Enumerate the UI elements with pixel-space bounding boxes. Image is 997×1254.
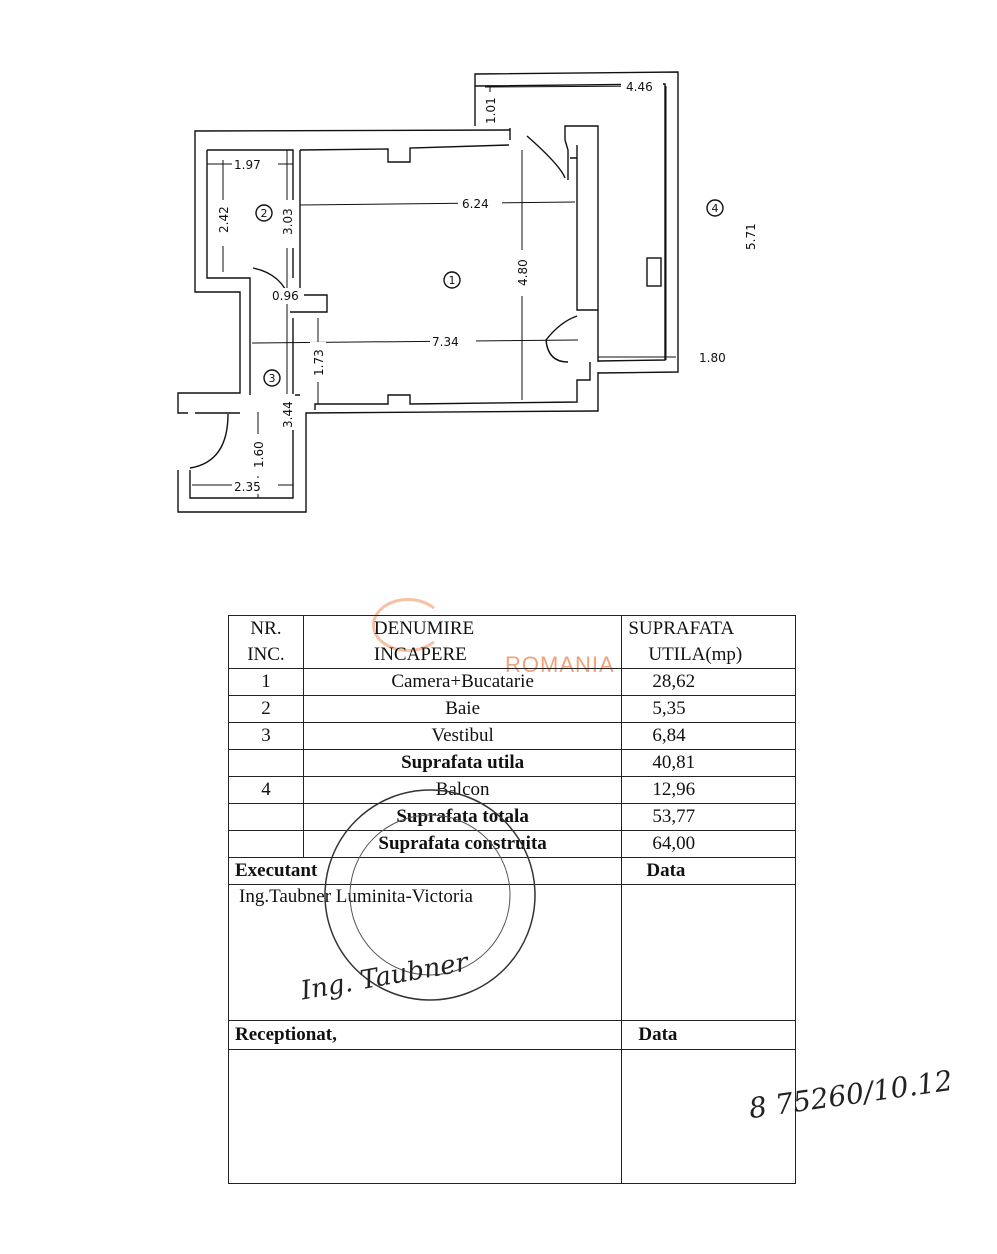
- dim-room-height: 4.80: [516, 259, 530, 286]
- dim-balcony-door: 1.80: [699, 351, 726, 365]
- dim-balcony-length: 5.71: [744, 223, 758, 250]
- row-name: Suprafata construita: [302, 830, 623, 858]
- data-label: Data: [621, 857, 796, 885]
- row-area: 28,62: [621, 668, 796, 696]
- balcony-outline: [474, 71, 679, 374]
- row-area: 40,81: [621, 749, 796, 777]
- outer-wall: [177, 125, 599, 513]
- row-area: 12,96: [621, 776, 796, 804]
- receptionat-signature-row: [227, 1049, 796, 1184]
- dim-balcony-depth: 1.01: [484, 97, 498, 124]
- row-name: Camera+Bucatarie: [302, 668, 623, 696]
- dim-bath-width: 1.97: [234, 158, 261, 172]
- row-nr: [228, 749, 304, 777]
- row-name: Baie: [302, 695, 623, 723]
- dim-bath-wall: 3.03: [281, 208, 295, 235]
- executant-date-cell: [621, 884, 796, 1021]
- row-nr: 3: [228, 722, 304, 750]
- dim-bath-door: 0.96: [272, 289, 299, 303]
- row-area: 5,35: [621, 695, 796, 723]
- room-number-4: 4: [712, 202, 719, 215]
- row-name: Vestibul: [302, 722, 623, 750]
- room-number-3: 3: [269, 372, 276, 385]
- room-markers: 1 2 3 4: [255, 199, 724, 387]
- floor-plan: 4.46 1.01 5.71 1.80 1.97 2.42 3.03 0.96 …: [177, 71, 758, 513]
- dim-balcony-width: 4.46: [626, 80, 653, 94]
- receptionat-date-cell: [621, 1049, 796, 1184]
- room-number-2: 2: [261, 207, 268, 220]
- row-nr: 4: [228, 776, 304, 804]
- header-nr: NR.INC.: [228, 615, 304, 669]
- receptionat-cell: [227, 1049, 623, 1184]
- row-area: 53,77: [621, 803, 796, 831]
- room-number-1: 1: [449, 274, 456, 287]
- dim-room-width: 6.24: [462, 197, 489, 211]
- dim-entry-width: 2.35: [234, 480, 261, 494]
- dim-entry-depth: 1.60: [252, 441, 266, 468]
- data-label-2: Data: [621, 1020, 796, 1050]
- row-nr: [228, 830, 304, 858]
- door-arc-balcony: [526, 135, 578, 363]
- official-stamp: [324, 789, 536, 1001]
- dim-bath-height: 2.42: [217, 206, 231, 233]
- door-arc-entry: [189, 413, 229, 469]
- row-nr: [228, 803, 304, 831]
- row-area: 6,84: [621, 722, 796, 750]
- row-nr: 1: [228, 668, 304, 696]
- receptionat-label: Receptionat,: [227, 1020, 623, 1050]
- row-name: Balcon: [302, 776, 623, 804]
- row-area: 64,00: [621, 830, 796, 858]
- executant-label: Executant: [227, 857, 623, 885]
- window: [646, 257, 662, 287]
- receptionat-row: Receptionat,Data: [227, 1020, 796, 1050]
- dim-total-width: 7.34: [432, 335, 459, 349]
- dim-hall-offset: 1.73: [312, 349, 326, 376]
- row-nr: 2: [228, 695, 304, 723]
- dim-hall-length: 3.44: [281, 401, 295, 428]
